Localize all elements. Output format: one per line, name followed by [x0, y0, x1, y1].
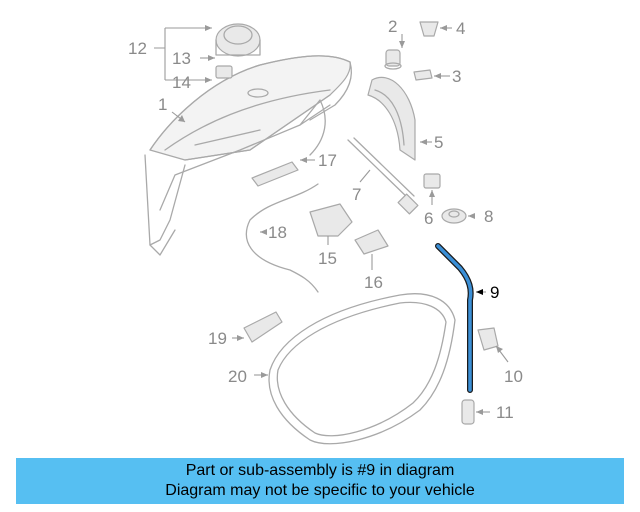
grommet-4: [419, 21, 439, 37]
release-cable: [245, 183, 319, 293]
weatherstrip: [268, 293, 456, 445]
hinge: [367, 76, 416, 161]
callout-11: 11: [496, 403, 514, 422]
bracket-10: [477, 327, 499, 351]
callout-labels: 1 2 3 4 5 6 7 8 9 10 11 12 13 14 15 16 1…: [128, 17, 523, 422]
callout-2: 2: [388, 17, 397, 36]
bumper-6: [423, 173, 441, 189]
bracket-19: [243, 311, 283, 343]
clip-14: [215, 65, 233, 79]
callout-18: 18: [268, 223, 287, 242]
banner-line-2: Diagram may not be specific to your vehi…: [165, 482, 475, 499]
arrow-heads: [178, 25, 503, 415]
screw-3: [413, 69, 433, 81]
callout-4: 4: [456, 19, 465, 38]
striker: [354, 229, 389, 255]
callout-12: 12: [128, 39, 147, 58]
callout-7: 7: [352, 185, 361, 204]
callout-1: 1: [158, 95, 167, 114]
callout-17: 17: [318, 151, 337, 170]
callout-9: 9: [490, 283, 499, 302]
parts-diagram: 1 2 3 4 5 6 7 8 9 10 11 12 13 14 15 16 1…: [128, 17, 523, 445]
handle-17: [251, 161, 299, 187]
callout-14: 14: [172, 73, 191, 92]
callout-8: 8: [484, 207, 493, 226]
callout-15: 15: [318, 249, 337, 268]
callout-16: 16: [364, 273, 383, 292]
trunk-lid: [144, 55, 352, 256]
callout-6: 6: [424, 209, 433, 228]
callout-10: 10: [504, 367, 523, 386]
callout-5: 5: [434, 133, 443, 152]
callout-20: 20: [228, 367, 247, 386]
lock-actuator: [215, 23, 261, 57]
callout-13: 13: [172, 49, 191, 68]
plug-11: [461, 399, 475, 425]
callout-3: 3: [452, 67, 461, 86]
gas-strut: [347, 137, 419, 215]
grommet-8: [441, 208, 467, 224]
banner-line-1: Part or sub-assembly is #9 in diagram: [185, 462, 455, 479]
info-banner: Part or sub-assembly is #9 in diagram Di…: [16, 458, 624, 504]
bump-stop: [384, 49, 402, 70]
callout-19: 19: [208, 329, 227, 348]
latch: [309, 203, 353, 237]
seal-strip-9: [435, 243, 474, 393]
